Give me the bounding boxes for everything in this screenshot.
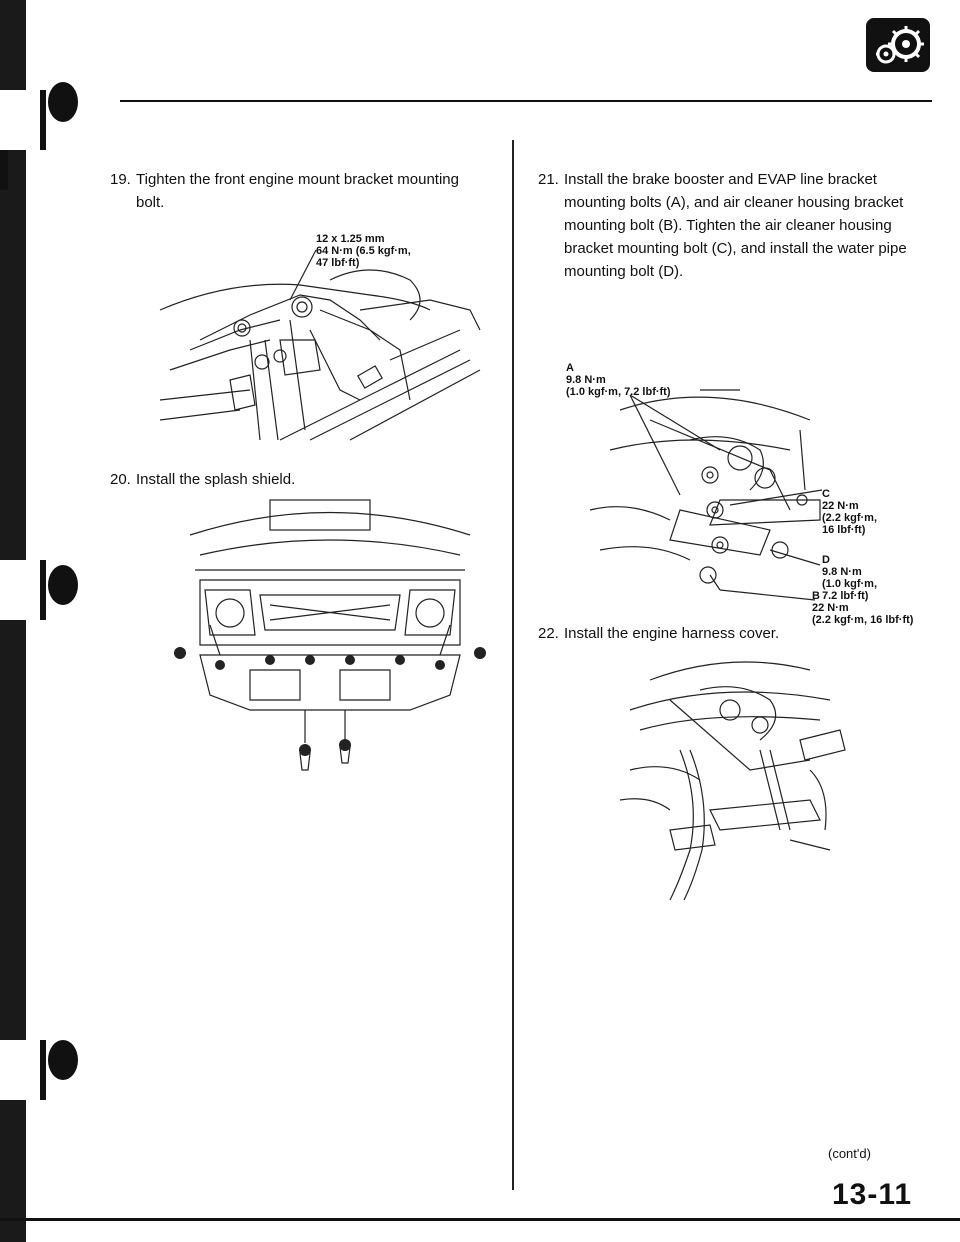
step-text: Install the splash shield. — [136, 471, 296, 488]
page-number: 13-11 — [832, 1178, 913, 1211]
callout-line: (2.2 kgf·m, — [822, 512, 878, 524]
step-number: 21. — [538, 171, 559, 188]
callout-line: (2.2 kgf·m, 16 lbf·ft) — [812, 614, 914, 626]
step-text: Install the brake booster and EVAP line … — [564, 171, 907, 280]
step-text: Tighten the front engine mount bracket m… — [136, 171, 459, 211]
torque-callout: 12 x 1.25 mm 64 N·m (6.5 kgf·m, 47 lbf·f… — [316, 233, 411, 269]
continued-label: (cont'd) — [828, 1146, 871, 1161]
binder-notch — [0, 1040, 46, 1100]
column-divider — [512, 140, 514, 1190]
binder-notch — [0, 560, 46, 620]
callout-line: (1.0 kgf·m, — [822, 578, 878, 590]
torque-callout-d: D 9.8 N·m (1.0 kgf·m, 7.2 lbf·ft) — [822, 554, 877, 602]
step-20: 20. Install the splash shield. — [110, 468, 490, 491]
callout-line: C — [822, 488, 830, 500]
callout-line: B — [812, 590, 820, 602]
step-number: 22. — [538, 625, 559, 642]
gears-icon — [866, 18, 930, 72]
callout-line: 47 lbf·ft) — [316, 257, 360, 269]
step-19: 19. Tighten the front engine mount brack… — [110, 168, 490, 214]
callout-line: 7.2 lbf·ft) — [822, 590, 869, 602]
footer-rule — [0, 1218, 960, 1221]
step-number: 20. — [110, 471, 131, 488]
callout-line: 22 N·m — [812, 602, 849, 614]
callout-line: 9.8 N·m — [566, 374, 606, 386]
binder-edge — [0, 0, 26, 1242]
callout-line: 12 x 1.25 mm — [316, 233, 385, 245]
callout-line: 22 N·m — [822, 500, 859, 512]
binder-notch — [0, 90, 46, 150]
callout-line: D — [822, 554, 830, 566]
callout-line: (1.0 kgf·m, 7.2 lbf·ft) — [566, 386, 671, 398]
splash-shield-illustration — [174, 499, 486, 771]
callout-line: 16 lbf·ft) — [822, 524, 866, 536]
step-21: 21. Install the brake booster and EVAP l… — [538, 168, 918, 283]
step-22: 22. Install the engine harness cover. — [538, 622, 918, 645]
step-number: 19. — [110, 171, 131, 188]
engine-mount-illustration — [159, 249, 481, 441]
callout-line: 9.8 N·m — [822, 566, 862, 578]
bullet-mark — [48, 82, 78, 122]
step-text: Install the engine harness cover. — [564, 625, 780, 642]
torque-callout-b: B 22 N·m (2.2 kgf·m, 16 lbf·ft) — [812, 590, 913, 626]
torque-callout-c: C 22 N·m (2.2 kgf·m, 16 lbf·ft) — [822, 488, 877, 536]
callout-line: 64 N·m (6.5 kgf·m, — [316, 245, 411, 257]
header-rule — [120, 100, 932, 102]
bullet-mark — [48, 565, 78, 605]
callout-line: A — [566, 362, 574, 374]
brake-booster-bracket-illustration — [589, 389, 823, 601]
bullet-mark — [48, 1040, 78, 1080]
torque-callout-a: A 9.8 N·m (1.0 kgf·m, 7.2 lbf·ft) — [566, 362, 671, 398]
engine-harness-cover-illustration — [619, 661, 846, 901]
